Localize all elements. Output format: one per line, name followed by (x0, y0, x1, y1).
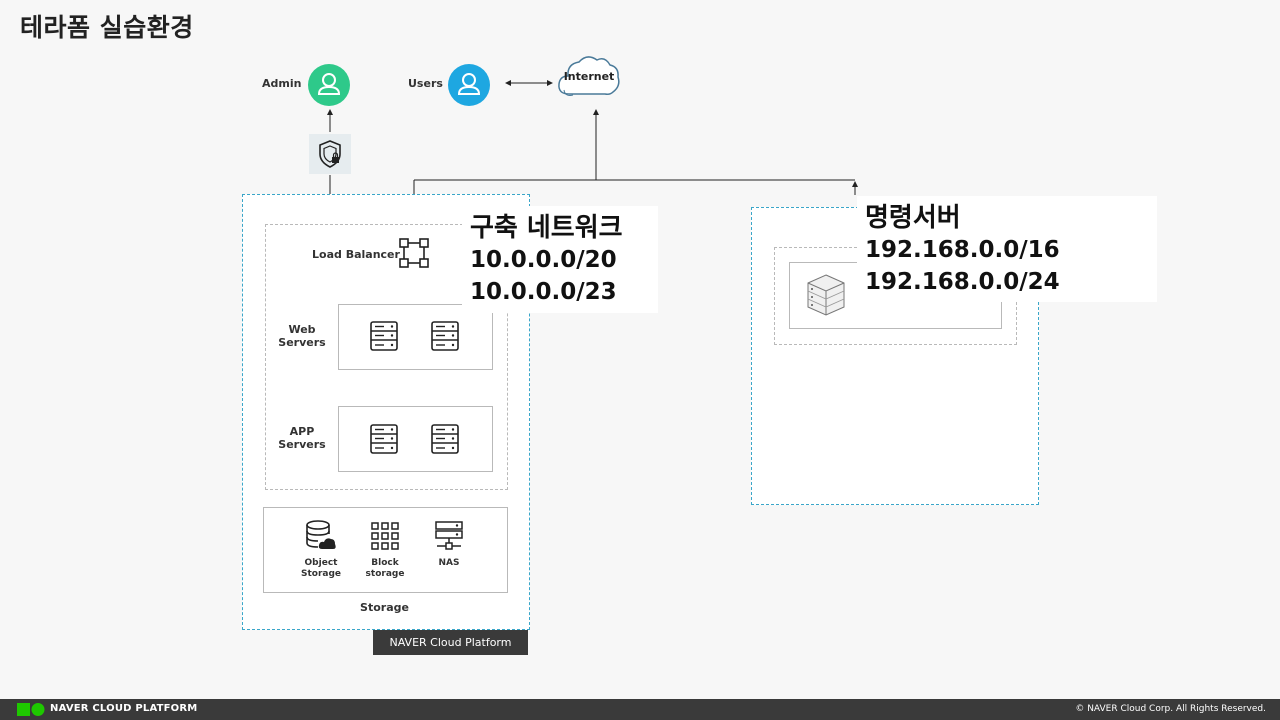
footer-bar: NAVER CLOUD PLATFORM © NAVER Cloud Corp.… (0, 699, 1280, 720)
server-icon (431, 424, 459, 454)
command-overlay: 명령서버 192.168.0.0/16 192.168.0.0/24 (857, 196, 1157, 302)
load-balancer-icon (399, 238, 429, 268)
footer-copyright: © NAVER Cloud Corp. All Rights Reserved. (1075, 704, 1266, 714)
web-servers-box (338, 304, 493, 370)
network-cidr-1: 10.0.0.0/20 (470, 247, 617, 273)
server-icon (370, 321, 398, 351)
command-heading: 명령서버 (865, 203, 961, 233)
internet-cloud-icon (558, 56, 620, 96)
storage-box (263, 507, 508, 593)
nas-label: NAS (438, 558, 460, 568)
users-label: Users (408, 77, 443, 90)
command-cidr-1: 192.168.0.0/16 (865, 237, 1060, 263)
network-overlay: 구축 네트워크 10.0.0.0/20 10.0.0.0/23 (462, 206, 658, 313)
naver-logo-icon (17, 703, 45, 716)
app-servers-label: APP Servers (278, 425, 326, 451)
page-title: 테라폼 실습환경 (20, 13, 194, 42)
nas-icon (435, 521, 463, 550)
admin-user-icon (308, 64, 350, 106)
block-storage-label: Block storage (365, 558, 405, 579)
object-storage-icon (306, 520, 336, 549)
command-cidr-2: 192.168.0.0/24 (865, 269, 1060, 295)
web-servers-label: Web Servers (278, 323, 326, 349)
server-icon (431, 321, 459, 351)
block-storage-icon (371, 522, 399, 550)
security-shield-icon (309, 134, 351, 174)
users-user-icon (448, 64, 490, 106)
network-heading: 구축 네트워크 (470, 213, 623, 243)
network-cidr-2: 10.0.0.0/23 (470, 279, 617, 305)
load-balancer-label: Load Balancer (312, 248, 400, 261)
app-servers-box (338, 406, 493, 472)
ncp-region-label: NAVER Cloud Platform (373, 630, 528, 655)
object-storage-label: Object Storage (300, 558, 342, 579)
footer-brand: NAVER CLOUD PLATFORM (50, 703, 198, 714)
storage-label: Storage (360, 601, 409, 614)
server-icon (370, 424, 398, 454)
command-server-icon (807, 274, 845, 316)
admin-label: Admin (262, 77, 302, 90)
vpc-box (265, 224, 508, 490)
internet-label: Internet (563, 70, 615, 83)
